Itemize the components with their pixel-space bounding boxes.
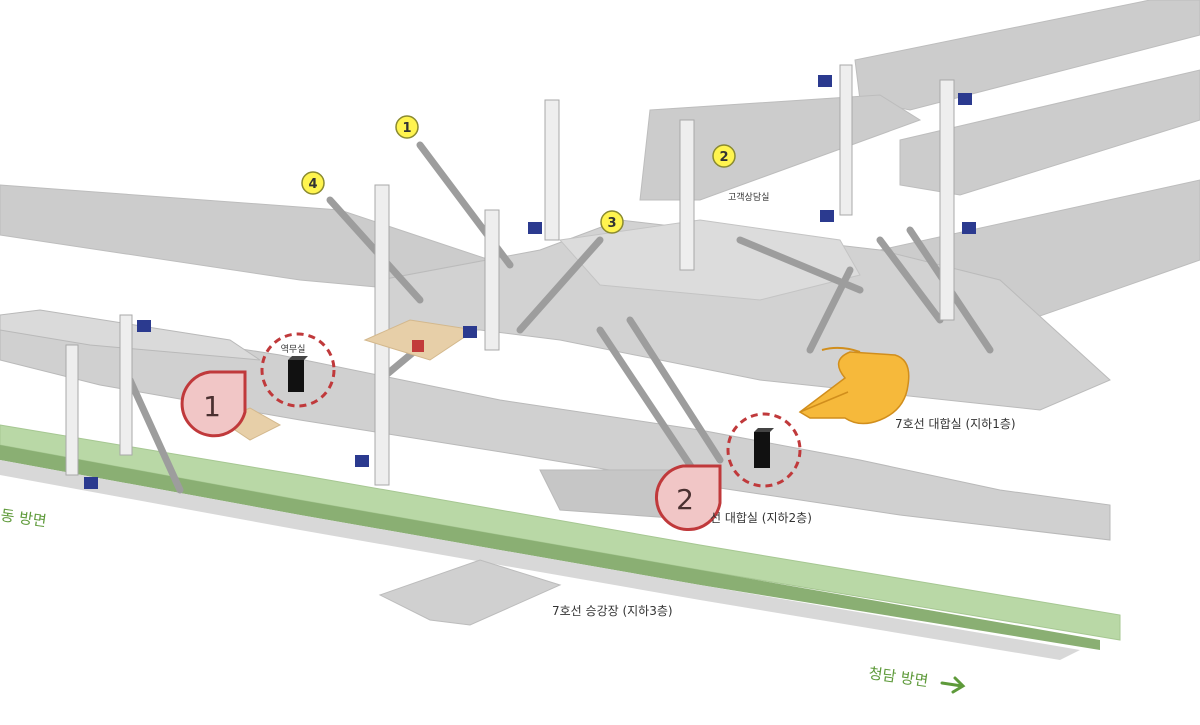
small-room-label: 역무실 — [281, 344, 306, 355]
exit-badge-1[interactable]: 1 — [395, 115, 419, 139]
direction-right-label: 청담 방면 — [867, 664, 929, 690]
locker-icon — [754, 432, 770, 468]
exit-badge-2[interactable]: 2 — [712, 144, 736, 168]
exit-badge-4[interactable]: 4 — [301, 171, 325, 195]
pointing-hand-icon — [798, 346, 910, 425]
location-marker-2[interactable]: 2 — [655, 464, 722, 531]
exit-badge-3[interactable]: 3 — [600, 210, 624, 234]
arrow-right-icon — [940, 676, 966, 694]
concourse-b1-label: 7호선 대합실 (지하1층) — [895, 417, 1016, 431]
location-marker-1[interactable]: 1 — [180, 370, 247, 438]
svg-text:3: 3 — [607, 216, 616, 231]
facility-icons — [84, 75, 976, 489]
customer-center-label: 고객상담실 — [728, 191, 769, 203]
direction-left-label: 동 방면 — [0, 506, 48, 530]
svg-text:4: 4 — [308, 177, 317, 192]
svg-text:2: 2 — [676, 483, 694, 516]
level-b1-concourse — [379, 219, 1111, 411]
locker-highlight-1[interactable]: 역무실 — [260, 332, 336, 408]
svg-text:2: 2 — [719, 150, 728, 165]
svg-text:1: 1 — [402, 121, 411, 136]
concourse-b2-label: 선 대합실 (지하2층) — [710, 511, 812, 525]
platform-b3-label: 7호선 승강장 (지하3층) — [552, 604, 673, 618]
level-b3-platform — [0, 424, 1121, 660]
locker-icon — [288, 360, 304, 392]
locker-highlight-2[interactable] — [726, 412, 802, 488]
svg-text:1: 1 — [203, 390, 221, 423]
restroom-icon — [412, 340, 424, 352]
